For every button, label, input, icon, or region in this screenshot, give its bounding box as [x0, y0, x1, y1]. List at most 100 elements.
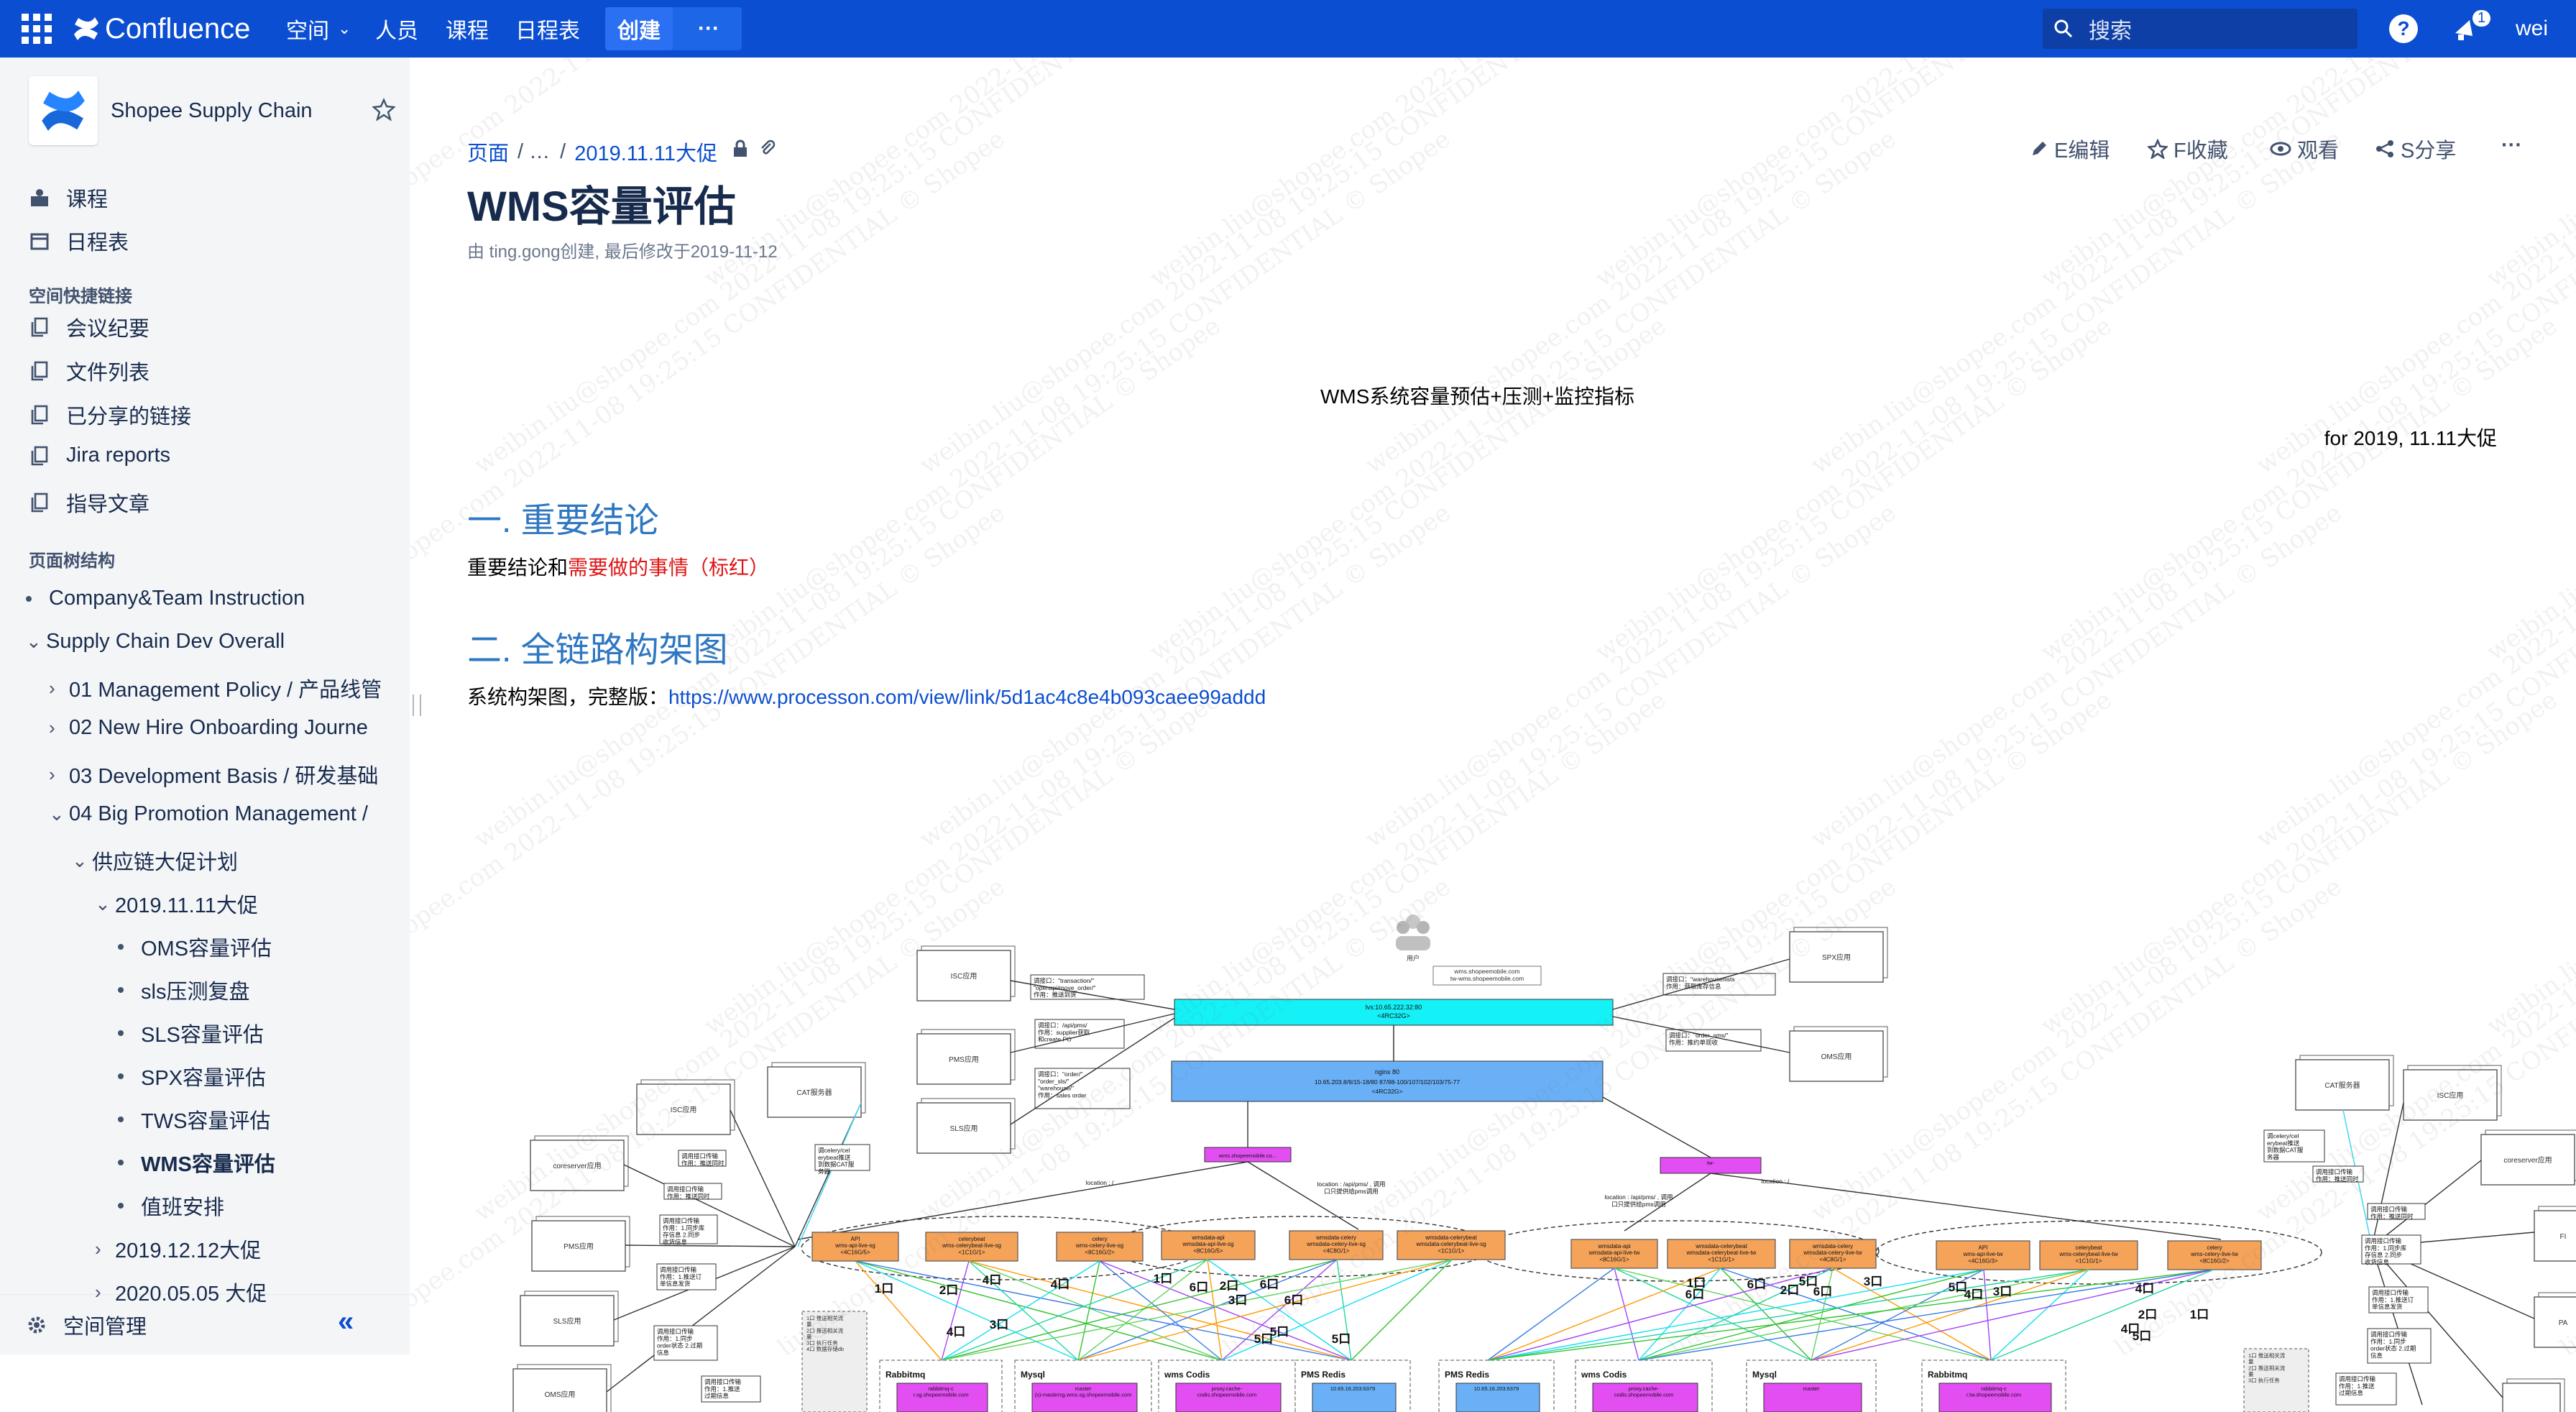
attachment-icon[interactable] — [759, 139, 776, 164]
connection-line — [1983, 1269, 1992, 1361]
app-box-label: OMS应用 — [1821, 1052, 1852, 1061]
more-actions-button[interactable]: ··· — [2501, 134, 2522, 157]
page-tree-item[interactable]: TWS容量评估 — [118, 1104, 402, 1134]
page-copy-icon — [29, 492, 50, 513]
share-button[interactable]: S分享 — [2375, 134, 2456, 164]
connection-line — [1638, 1269, 2214, 1361]
user-menu[interactable]: wei — [2516, 17, 2549, 40]
annotation-note-text: 调用接口传输 — [681, 1152, 719, 1160]
chevron-down-icon[interactable]: ⌄ — [26, 631, 42, 652]
space-name[interactable]: Shopee Supply Chain — [111, 99, 313, 122]
quick-link-item[interactable]: 已分享的链接 — [29, 400, 191, 430]
nav-calendar[interactable]: 日程表 — [515, 19, 580, 43]
annotation-note — [1034, 1068, 1131, 1109]
app-switcher-icon[interactable] — [20, 0, 53, 58]
storage-instance-label: codis.shopeemobile.com — [1614, 1392, 1674, 1398]
service-label: wms-api-live-tw — [1962, 1251, 2002, 1257]
lock-icon[interactable] — [732, 139, 749, 164]
search-input[interactable]: 搜索 — [2089, 19, 2132, 43]
quick-link-item[interactable]: Jira reports — [29, 444, 170, 467]
create-button[interactable]: 创建 — [605, 7, 673, 50]
connection-line — [1990, 1269, 2214, 1361]
architecture-link[interactable]: https://www.processon.com/view/link/5d1a… — [668, 686, 1266, 708]
favorite-button[interactable]: F收藏 — [2148, 134, 2228, 164]
capacity-label: 5口 — [1332, 1332, 1351, 1346]
chevron-down-icon[interactable]: ⌄ — [49, 803, 65, 825]
user-icon — [1396, 936, 1430, 950]
create-more-button[interactable]: ··· — [698, 17, 719, 40]
app-box-label: coreserver应用 — [2503, 1155, 2552, 1165]
page-tree-item[interactable]: ⌄04 Big Promotion Management / — [49, 802, 402, 826]
breadcrumb-pages[interactable]: 页面 — [467, 142, 510, 165]
conclusions-text: 重要结论和需要做的事情（标红） — [467, 552, 769, 581]
capacity-label: 2口 — [1220, 1279, 1238, 1293]
service-box — [1161, 1230, 1256, 1260]
page-tree-item[interactable]: 值班安排 — [118, 1191, 402, 1221]
connection-line — [1077, 1260, 1100, 1361]
annotation-note-text: 调用接口传输 — [663, 1217, 700, 1224]
eye-icon — [2270, 142, 2291, 156]
space-admin-link[interactable]: 空间管理 — [26, 1310, 147, 1340]
nginx-box — [1171, 1060, 1604, 1102]
page-tree-item[interactable]: ›03 Development Basis / 研发基础 — [49, 759, 402, 789]
capacity-label: 6口 — [1190, 1280, 1208, 1294]
app-box-label: SPX应用 — [1822, 953, 1851, 962]
collapse-sidebar-button[interactable]: « — [338, 1306, 354, 1337]
service-label: wms-celerybeat-live-tw — [2058, 1251, 2118, 1257]
chevron-right-icon[interactable]: › — [49, 717, 55, 738]
confluence-logo[interactable]: Confluence — [72, 0, 250, 58]
sidebar-item-calendar[interactable]: 日程表 — [29, 226, 129, 256]
quick-link-item[interactable]: 文件列表 — [29, 356, 150, 386]
watch-button[interactable]: 观看 — [2270, 134, 2339, 164]
nav-spaces[interactable]: 空间 ⌄ — [286, 0, 351, 58]
capacity-label: 6口 — [1685, 1288, 1704, 1301]
service-label: wmsdata-api — [1191, 1234, 1225, 1241]
page-tree-item[interactable]: Company&Team Instruction — [26, 587, 402, 610]
chevron-down-icon[interactable]: ⌄ — [72, 849, 88, 871]
chevron-down-icon[interactable]: ⌄ — [95, 892, 111, 914]
page-tree-item[interactable]: WMS容量评估 — [118, 1147, 402, 1178]
page-tree-item[interactable]: OMS容量评估 — [118, 932, 402, 962]
connection-line — [1221, 1259, 1453, 1361]
right-subheading: for 2019, 11.11大促 — [2324, 427, 2497, 449]
service-label: <4C16G/3> — [1968, 1257, 1998, 1264]
page-tree-item[interactable]: ⌄2019.11.11大促 — [95, 889, 402, 919]
spx-app-box — [1789, 931, 1884, 983]
notifications-icon[interactable]: 1 — [2451, 0, 2491, 58]
chevron-right-icon[interactable]: › — [49, 763, 55, 785]
page-tree-item[interactable]: ⌄Supply Chain Dev Overall — [26, 630, 402, 654]
nav-people[interactable]: 人员 — [375, 19, 418, 43]
space-logo[interactable] — [29, 76, 98, 145]
breadcrumb-parent[interactable]: 2019.11.11大促 — [574, 142, 718, 165]
page-tree-item[interactable]: ›01 Management Policy / 产品线管 — [49, 673, 402, 703]
page-tree-item[interactable]: ›2019.12.12大促 — [95, 1234, 402, 1264]
connection-line — [941, 1260, 970, 1361]
quick-link-item[interactable]: 会议纪要 — [29, 312, 150, 342]
sidebar-resize-handle[interactable] — [413, 694, 421, 716]
page-tree-item[interactable]: SPX容量评估 — [118, 1061, 402, 1091]
lvs-label: <4RC32G> — [1377, 1012, 1410, 1019]
page-tree-item[interactable]: ›2020.05.05 大促 — [95, 1277, 402, 1307]
page-tree-item[interactable]: sls压测复盘 — [118, 975, 402, 1005]
page-tree-item[interactable]: ⌄供应链大促计划 — [72, 845, 402, 876]
chevron-right-icon[interactable]: › — [95, 1280, 101, 1303]
star-icon[interactable] — [372, 98, 395, 121]
sidebar-item-courses[interactable]: 课程 — [29, 183, 108, 213]
nav-courses[interactable]: 课程 — [446, 19, 489, 43]
page-tree-item[interactable]: SLS容量评估 — [118, 1018, 402, 1048]
quick-link-item[interactable]: 指导文章 — [29, 487, 150, 518]
annotation-note-text: 单信息发货 — [2372, 1303, 2403, 1311]
diagram-edge — [797, 1161, 1248, 1240]
location-label: 口只提供给pms调用 — [1611, 1201, 1666, 1208]
page-tree-item[interactable]: ›02 New Hire Onboarding Journe — [49, 716, 402, 740]
service-label: celerybeat — [2076, 1244, 2103, 1251]
app-box-label: OMS应用 — [545, 1390, 576, 1399]
chevron-right-icon[interactable]: › — [49, 677, 55, 699]
edit-button[interactable]: E编辑 — [2030, 134, 2110, 164]
storage-title: wms Codis — [1581, 1370, 1627, 1380]
search-box[interactable]: 搜索 — [2043, 9, 2358, 49]
breadcrumb-ellipsis[interactable]: / … — [518, 139, 551, 163]
service-label: wmsdata-celery-live-sg — [1306, 1241, 1366, 1247]
help-icon[interactable]: ? — [2388, 0, 2419, 58]
chevron-right-icon[interactable]: › — [95, 1237, 101, 1260]
